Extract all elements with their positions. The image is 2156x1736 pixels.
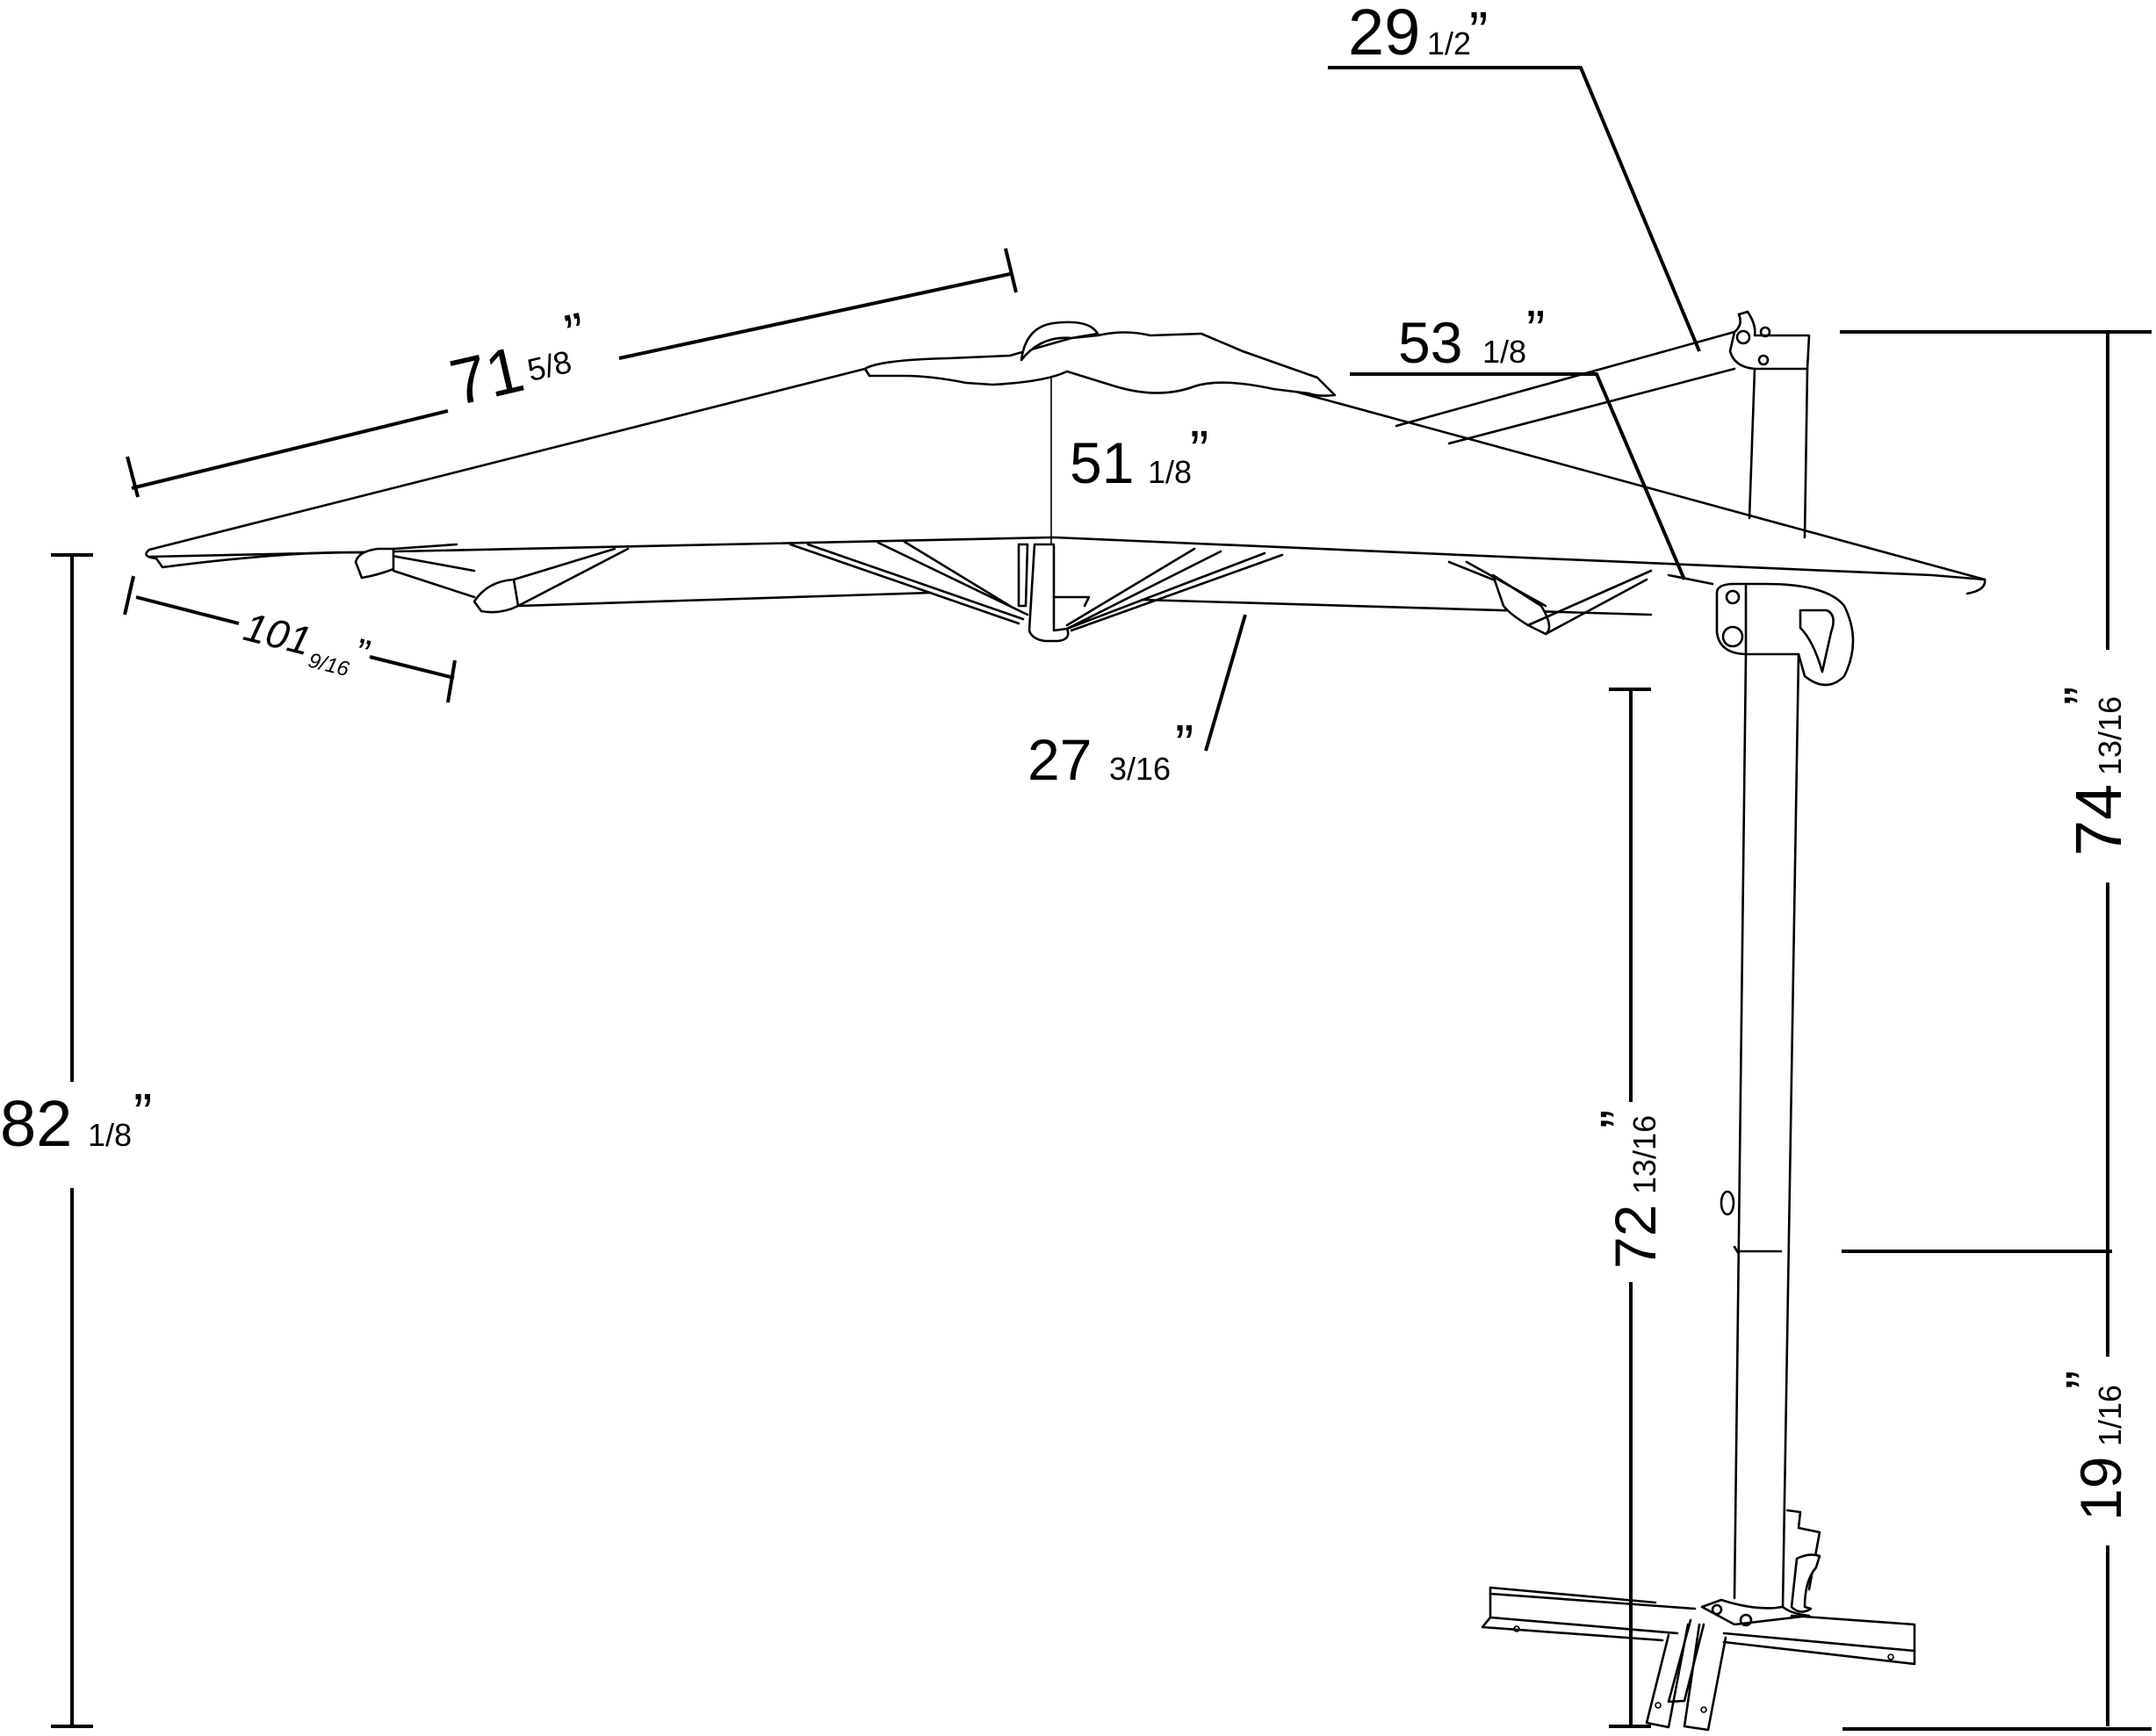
svg-text:3/16: 3/16 bbox=[1109, 751, 1171, 787]
svg-text:29: 29 bbox=[1348, 0, 1420, 68]
svg-text:”: ” bbox=[1190, 419, 1208, 482]
label-29-1-2: 29 1/2 ” bbox=[1348, 0, 1488, 68]
svg-text:71: 71 bbox=[443, 332, 530, 419]
svg-text:”: ” bbox=[1589, 1110, 1652, 1128]
cross-base bbox=[1481, 1586, 1916, 1732]
svg-text:27: 27 bbox=[1028, 727, 1092, 792]
svg-text:”: ” bbox=[2054, 1371, 2117, 1389]
label-71-5-8: 71 5/8 ” bbox=[443, 300, 592, 420]
svg-text:1/8: 1/8 bbox=[1482, 334, 1526, 370]
svg-text:19: 19 bbox=[2068, 1457, 2133, 1521]
svg-text:”: ” bbox=[1175, 713, 1193, 776]
svg-text:74: 74 bbox=[2062, 784, 2135, 856]
svg-text:”: ” bbox=[2052, 687, 2116, 705]
svg-text:”: ” bbox=[133, 1082, 152, 1145]
svg-text:13/16: 13/16 bbox=[2092, 696, 2128, 775]
svg-text:101: 101 bbox=[240, 603, 316, 664]
svg-text:82: 82 bbox=[0, 1087, 72, 1160]
svg-text:1/16: 1/16 bbox=[2092, 1385, 2128, 1446]
label-51-1-8: 51 1/8 ” bbox=[1070, 419, 1208, 495]
label-82-1-8: 82 1/8 ” bbox=[0, 1082, 152, 1160]
svg-text:1/8: 1/8 bbox=[1148, 454, 1192, 490]
svg-text:53: 53 bbox=[1398, 310, 1462, 375]
dimension-lines bbox=[51, 66, 2152, 1731]
svg-text:51: 51 bbox=[1070, 430, 1134, 495]
svg-text:1/2: 1/2 bbox=[1427, 25, 1471, 61]
svg-text:9/16: 9/16 bbox=[306, 649, 351, 682]
svg-text:”: ” bbox=[1469, 0, 1488, 63]
svg-text:13/16: 13/16 bbox=[1626, 1115, 1662, 1194]
svg-text:72: 72 bbox=[1603, 1205, 1668, 1269]
label-72-13-16: 72 13/16 ” bbox=[1589, 1110, 1668, 1269]
label-101-9-16: 101 9/16 ” bbox=[240, 603, 375, 682]
svg-text:”: ” bbox=[1526, 299, 1545, 362]
svg-text:5/8: 5/8 bbox=[524, 343, 575, 388]
label-53-1-8: 53 1/8 ” bbox=[1398, 299, 1545, 375]
arm-and-pole bbox=[1395, 310, 1855, 1627]
svg-text:1/8: 1/8 bbox=[88, 1117, 132, 1153]
svg-text:”: ” bbox=[350, 630, 374, 677]
canopy bbox=[145, 321, 1987, 643]
label-74-13-16: 74 13/16 ” bbox=[2052, 687, 2135, 856]
label-27-3-16: 27 3/16 ” bbox=[1028, 713, 1193, 792]
label-19-1-16: 19 1/16 ” bbox=[2054, 1371, 2133, 1521]
